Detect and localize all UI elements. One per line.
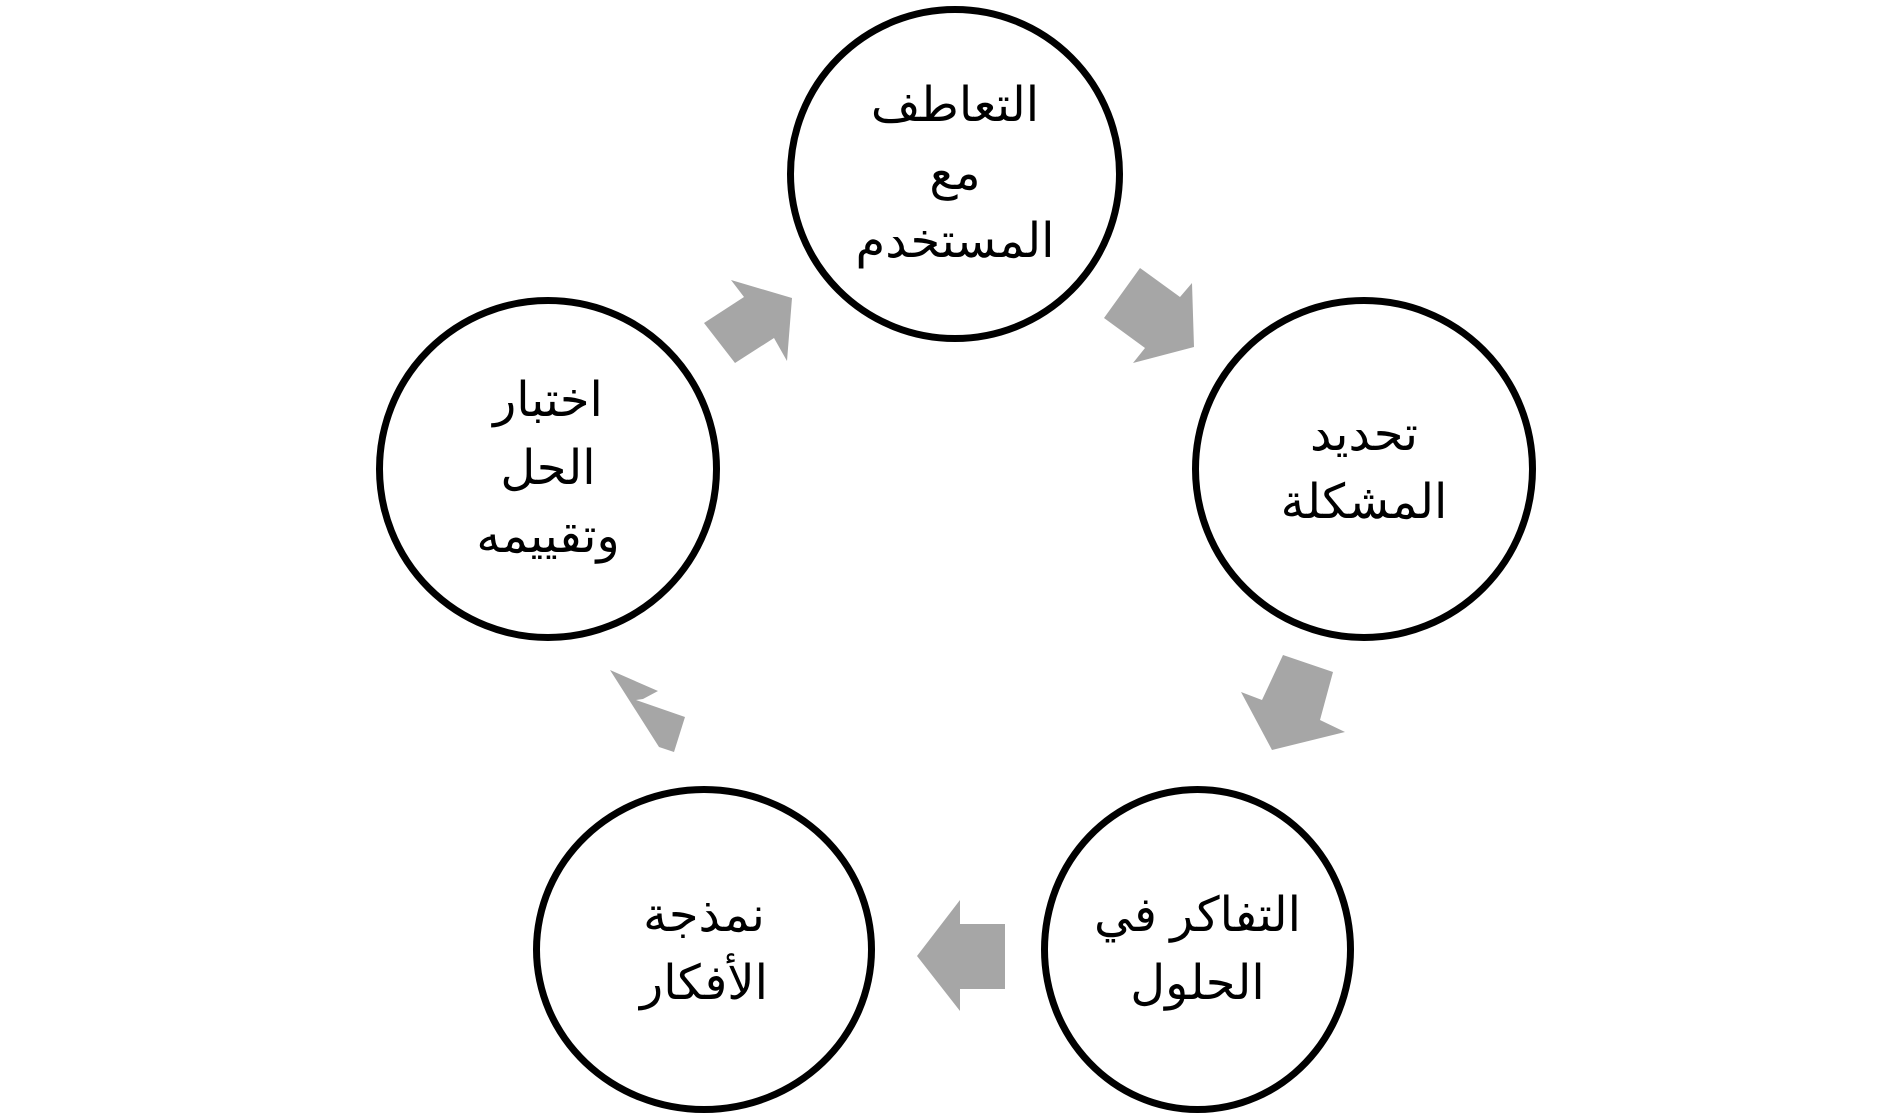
stage-define-label: تحديد المشكلة	[1281, 401, 1448, 537]
stage-test-label: اختبار الحل وتقييمه	[476, 367, 619, 571]
stage-define: تحديد المشكلة	[1192, 297, 1536, 641]
stage-prototype-line-1: نمذجة	[643, 888, 765, 942]
stage-test-line-3: وتقييمه	[476, 510, 620, 563]
stage-empathize-line-1: التعاطف	[870, 79, 1040, 132]
stage-empathize: التعاطف مع المستخدم	[787, 6, 1123, 342]
arrow-test-to-empathize	[704, 280, 792, 363]
stage-ideate: التفاكر في الحلول	[1041, 786, 1354, 1113]
stage-ideate-label: التفاكر في الحلول	[1094, 882, 1301, 1018]
stage-define-line-1: تحديد	[1309, 408, 1419, 461]
arrow-empathize-to-define	[1104, 268, 1194, 363]
stage-test-line-2: الحل	[500, 442, 596, 495]
stage-empathize-line-2: مع	[929, 147, 981, 200]
arrow-define-to-ideate	[1241, 655, 1345, 750]
stage-define-line-2: المشكلة	[1280, 476, 1448, 529]
arrow-ideate-to-prototype	[917, 900, 1005, 1011]
stage-ideate-line-1: التفاكر في	[1094, 888, 1301, 942]
stage-test: اختبار الحل وتقييمه	[376, 297, 720, 641]
stage-prototype: نمذجة الأفكار	[533, 786, 875, 1113]
stage-empathize-label: التعاطف مع المستخدم	[856, 72, 1055, 276]
stage-prototype-label: نمذجة الأفكار	[640, 882, 768, 1018]
stage-test-line-1: اختبار	[493, 374, 603, 427]
stage-ideate-line-2: الحلول	[1130, 956, 1265, 1010]
stage-empathize-line-3: المستخدم	[855, 215, 1055, 268]
arrow-prototype-to-define-test	[610, 670, 685, 752]
stage-prototype-line-2: الأفكار	[640, 956, 768, 1010]
